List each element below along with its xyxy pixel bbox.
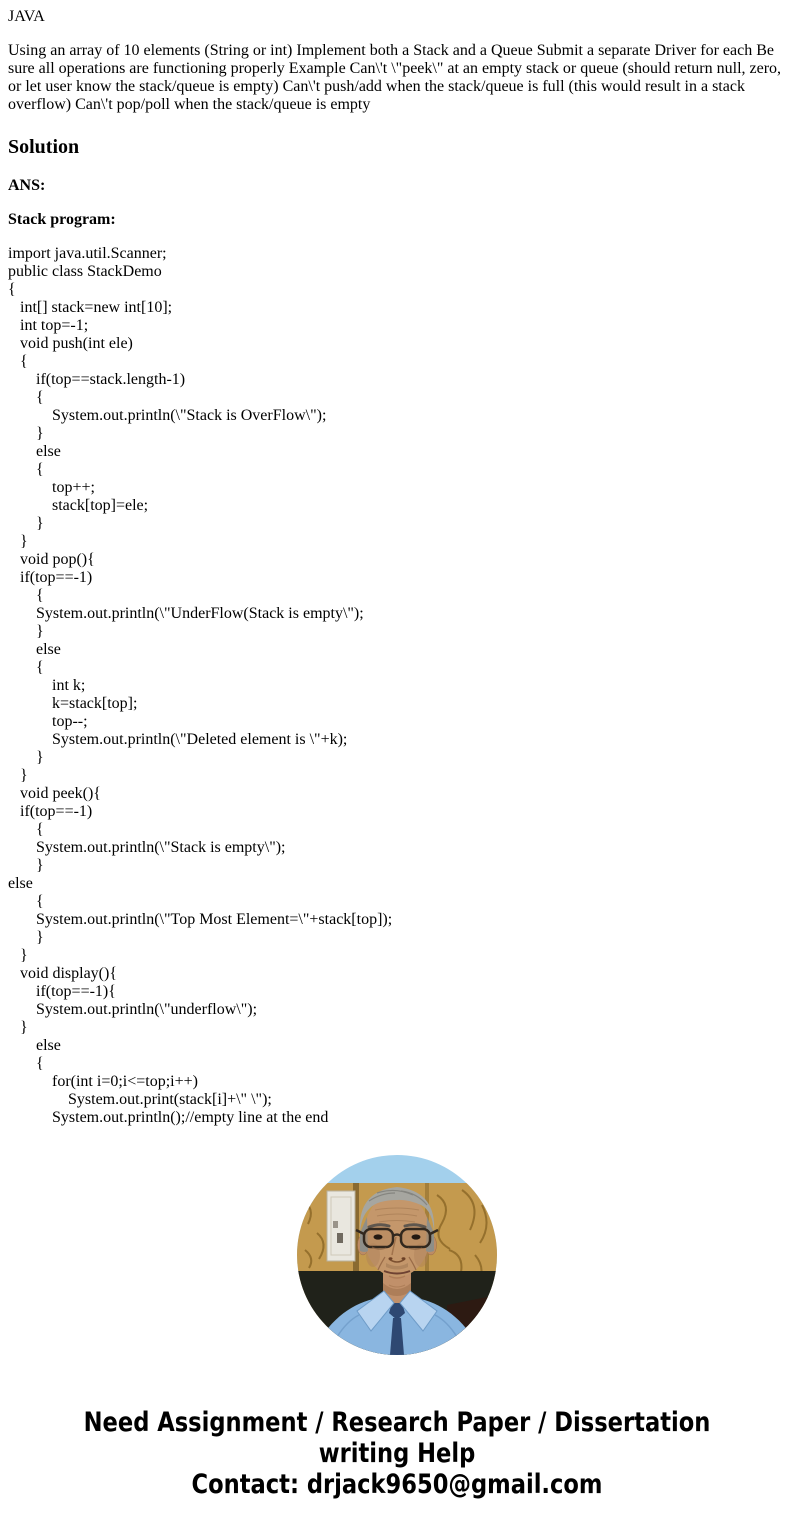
chin-crease [388,1284,406,1288]
nostril-left [388,1257,393,1260]
java-code-listing: import java.util.Scanner; public class S… [8,245,393,1126]
nasolabial-folds [377,1256,417,1271]
nose-base [388,1258,406,1263]
glasses-icon [355,1227,439,1249]
solution-heading: Solution [8,136,80,158]
category-label: JAVA [8,8,45,25]
eye-left [373,1234,383,1240]
contact-banner: Need Assignment / Research Paper / Disse… [83,1407,711,1500]
nostril-right [401,1257,406,1260]
hair [359,1187,435,1233]
switch-panel [326,1190,356,1262]
hair-streaks [368,1189,428,1206]
forehead-wrinkles [374,1207,420,1223]
mustache-shadow [386,1263,408,1270]
lower-lip [388,1275,406,1279]
under-eye-shadows [371,1246,423,1251]
shirt-collar [356,1290,438,1332]
eyebrows [367,1223,427,1229]
chin-shadow [383,1283,411,1296]
tutor-photo-illustration [297,1155,497,1355]
assignment-description: Using an array of 10 elements (String or… [8,42,782,113]
tutor-avatar [297,1155,497,1355]
program-label: Stack program: [8,211,116,228]
nose-line [391,1236,397,1256]
mouth [383,1270,411,1275]
answer-label: ANS: [8,177,46,194]
door-frame-edge [353,1183,359,1275]
tie [389,1303,405,1355]
eye-right [411,1234,421,1240]
